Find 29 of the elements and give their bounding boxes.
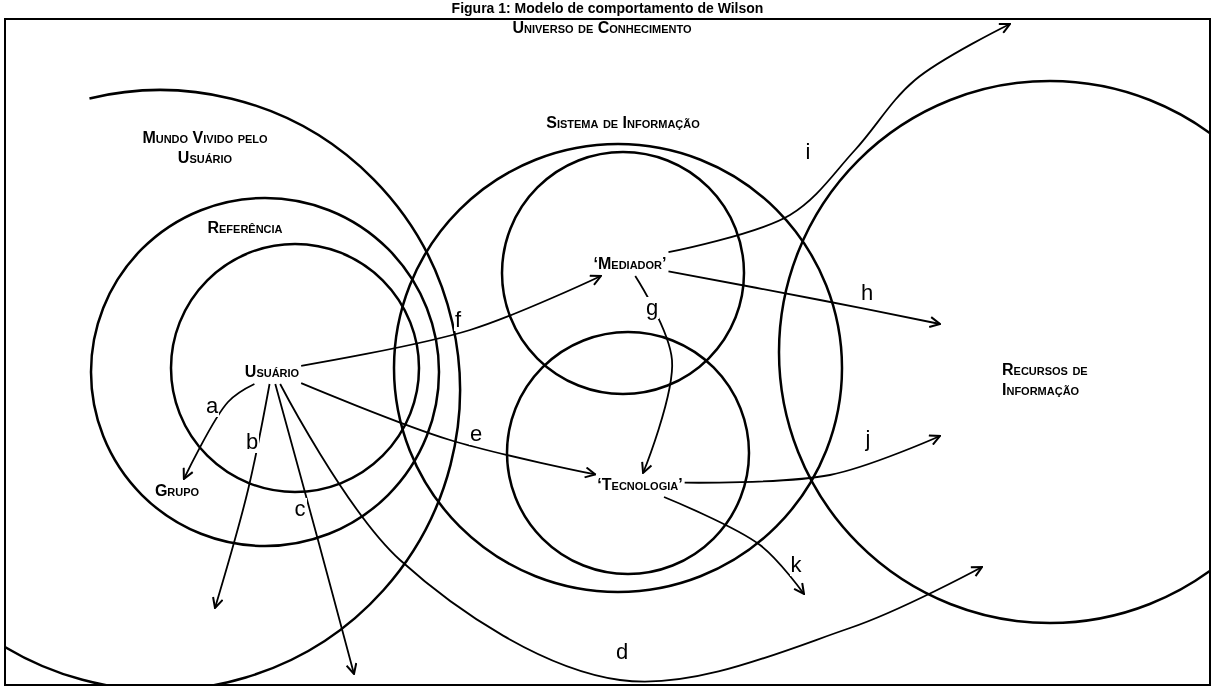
region-label: Sistema de Informação <box>545 113 701 133</box>
edge-label: f <box>453 309 463 331</box>
frame-title: Mundo Vivido pelo Usuário <box>141 128 269 168</box>
arrow <box>683 434 941 484</box>
figure-title: Figura 1: Modelo de comportamento de Wilson <box>450 0 765 17</box>
node-label: Usuário <box>244 362 300 382</box>
arrow <box>634 275 673 474</box>
arrow <box>300 382 597 479</box>
circle-outline <box>501 151 745 395</box>
frame-title: Recursos de Informação <box>1002 360 1089 400</box>
arrow <box>667 22 1011 254</box>
edge-label: j <box>864 428 872 450</box>
region-circle <box>90 197 440 547</box>
edge-label: k <box>789 554 803 576</box>
node-label: ‘Tecnologia’ <box>597 475 683 495</box>
arrow <box>663 496 805 595</box>
arrow <box>279 383 983 683</box>
arrow <box>274 383 358 675</box>
arrow <box>212 383 271 609</box>
region-label: Referência <box>206 218 284 238</box>
arrow <box>667 270 941 328</box>
frame-title: Universo de Conhecimento <box>511 20 693 38</box>
circle-outline <box>506 331 750 575</box>
arrow <box>300 274 602 367</box>
edge-label: g <box>644 297 660 319</box>
node-label: ‘Mediador’ <box>593 254 667 274</box>
edge-label: b <box>244 431 260 453</box>
node-label: Grupo <box>154 481 200 501</box>
arrow <box>182 383 256 480</box>
